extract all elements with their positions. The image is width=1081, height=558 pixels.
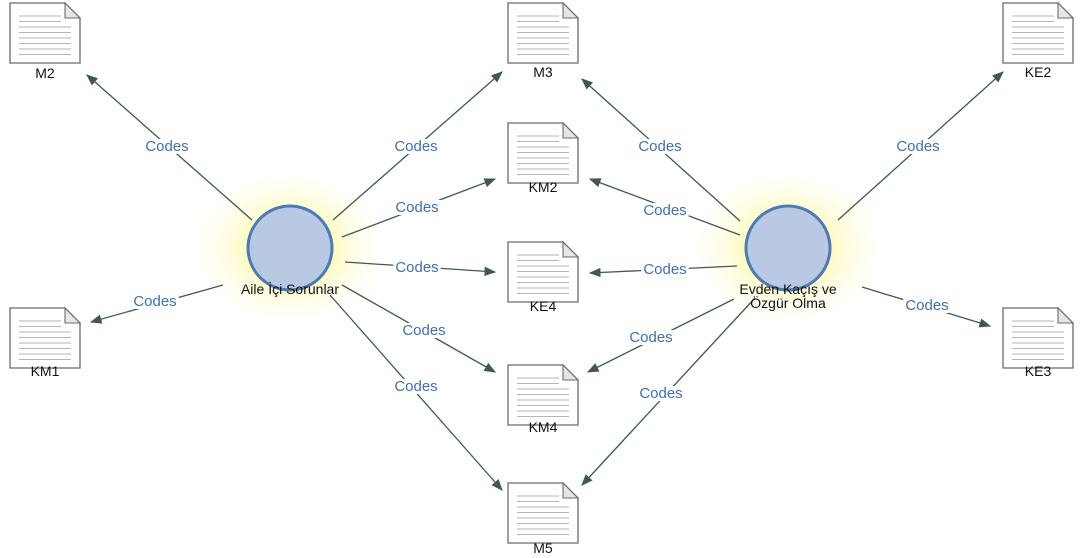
edge-label-aile-KE4: Codes [395,259,438,276]
document-fold [562,121,580,139]
edge-label-aile-M3: Codes [394,138,437,155]
document-label: KE3 [1025,363,1052,379]
edge-label-bg [637,385,685,401]
edge-label-bg [143,138,191,154]
edge-label-aile-KM2: Codes [395,199,438,216]
document-node-ke4[interactable]: KE4 [507,240,580,314]
code-label: Evden Kaçış ve [739,281,836,297]
edge-label-aile-M2: Codes [145,138,188,155]
edge-label-bg [641,261,689,277]
edge-label-bg [393,199,441,215]
document-node-m3[interactable]: M3 [507,1,580,80]
edge-label-group-aile-KM1: Codes [131,293,179,310]
edge-label-bg [392,378,440,394]
edge-label-bg [392,138,440,154]
document-label: KM4 [529,419,558,435]
document-label: M2 [35,65,55,81]
document-node-km4[interactable]: KM4 [507,363,580,435]
edge-label-group-aile-KE4: Codes [393,259,441,276]
document-fold [1057,1,1075,19]
document-fold [64,1,82,19]
document-fold [562,363,580,381]
edge-label-aile-M5: Codes [394,378,437,395]
document-fold [1057,306,1075,324]
edge-label-evden-KE3: Codes [905,297,948,314]
edge-label-group-aile-M3: Codes [392,138,440,155]
edge-label-evden-KM4: Codes [629,329,672,346]
edge-label-evden-KE4: Codes [643,261,686,278]
edge-label-bg [393,259,441,275]
edge-label-bg [627,329,675,345]
edge-label-bg [641,202,689,218]
edge-label-bg [894,138,942,154]
edge-label-evden-M5: Codes [639,385,682,402]
edge-label-group-evden-KM2: Codes [641,202,689,219]
document-node-km1[interactable]: KM1 [9,306,82,379]
code-circle-icon [246,204,334,292]
edge-label-group-evden-KE3: Codes [903,297,951,314]
code-circle-icon [744,204,832,292]
edge-label-group-evden-KE2: Codes [894,138,942,155]
edge-label-aile-KM1: Codes [133,293,176,310]
edge-label-bg [131,293,179,309]
code-label: Aile İçi Sorunlar [241,280,339,297]
document-node-m2[interactable]: M2 [9,1,82,81]
code-node-aile[interactable]: Aile İçi Sorunlar [241,204,339,297]
document-label: M5 [533,540,553,556]
document-node-ke2[interactable]: KE2 [1002,1,1075,80]
document-fold [562,1,580,19]
edge-label-group-evden-KE4: Codes [641,261,689,278]
edge-label-bg [903,297,951,313]
edge-label-evden-M3: Codes [638,138,681,155]
edge-label-group-evden-M3: Codes [636,138,684,155]
edge-label-aile-KM4: Codes [402,322,445,339]
code-label: Özgür Olma [750,294,826,311]
document-label: KM2 [529,179,558,195]
edge-label-group-aile-KM2: Codes [393,199,441,216]
edge-label-evden-KE2: Codes [896,138,939,155]
document-node-m5[interactable]: M5 [507,481,580,556]
edge-label-group-aile-M2: Codes [143,138,191,155]
edge-label-evden-KM2: Codes [643,202,686,219]
document-label: KE2 [1025,64,1052,80]
document-node-km2[interactable]: KM2 [507,121,580,195]
document-node-ke3[interactable]: KE3 [1002,306,1075,379]
document-label: M3 [533,64,553,80]
edge-label-group-evden-M5: Codes [637,385,685,402]
document-label: KM1 [31,363,60,379]
edge-label-group-aile-KM4: Codes [400,322,448,339]
document-fold [64,306,82,324]
edge-label-bg [400,322,448,338]
edge-label-group-evden-KM4: Codes [627,329,675,346]
edge-label-group-aile-M5: Codes [392,378,440,395]
document-label: KE4 [530,298,557,314]
edge-label-bg [636,138,684,154]
document-fold [562,481,580,499]
document-fold [562,240,580,258]
